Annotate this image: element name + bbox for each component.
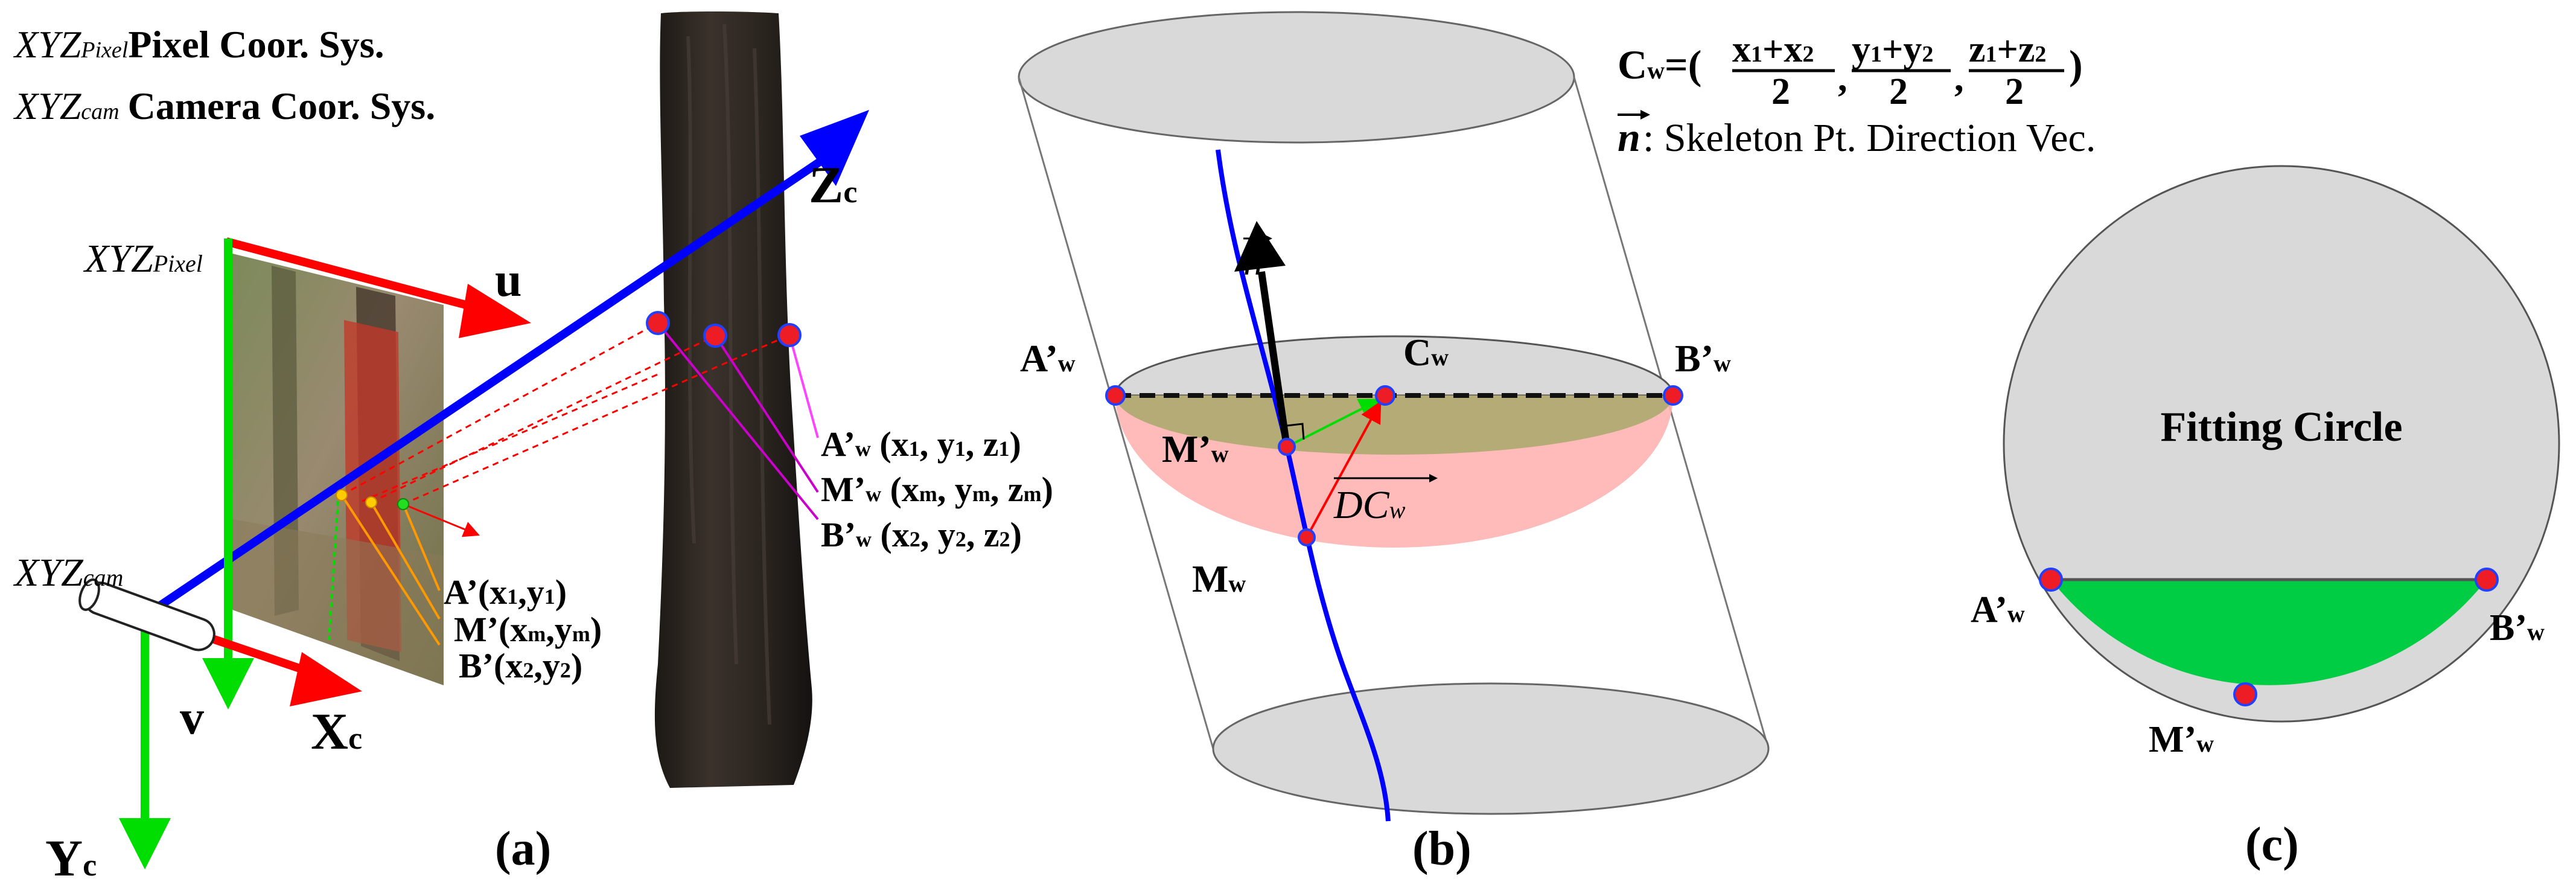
panel-a-caption: (a) (495, 822, 551, 875)
n-description-text: : Skeleton Pt. Direction Vec. (1643, 116, 2096, 160)
u-axis (225, 237, 490, 315)
image-point-m (365, 496, 377, 508)
world-point-a-label: A’w (x1, y1, z1) (821, 424, 1021, 464)
skeleton-curve (1216, 149, 1391, 822)
legend-pixel-subscript: Pixel (80, 37, 128, 63)
circle-point-b (2475, 568, 2499, 592)
circle-label-a: A’w (1971, 589, 2025, 630)
zc-axis (142, 153, 829, 619)
legend-cam-subscript: cam (81, 99, 119, 124)
panel-a: XYZPixel XYZcam u v Xc Yc Zc A’(x1,y1) M… (13, 11, 1053, 887)
image-point-a (336, 489, 348, 501)
v-axis-label: v (180, 691, 204, 744)
section-upper (1114, 335, 1674, 397)
xc-axis-arrowhead (290, 652, 362, 706)
section-label-m: M’w (1162, 427, 1229, 470)
panel-b: Cw=( x1+x2 2 , y1+y2 2 , z1+z2 2 ) n : S… (1018, 11, 2096, 875)
zc-axis-arrowhead (800, 110, 869, 186)
circle-label-m: M’w (2149, 719, 2214, 760)
section-label-c: Cw (1403, 331, 1449, 374)
cam-axis-label: XYZcam (13, 551, 123, 595)
world-point-m (703, 324, 727, 348)
cylinder-bottom (1212, 682, 1770, 815)
svg-text:n: n (1243, 240, 1263, 284)
world-point-a (646, 311, 670, 335)
u-axis-label: u (495, 254, 522, 307)
frac2-numerator: y1+y2 (1852, 29, 1933, 70)
legend-cam-description: Camera Coor. Sys. (128, 85, 436, 127)
legend-cam-symbol: XYZ (13, 85, 82, 127)
legend-cam-row: XYZcam Camera Coor. Sys. (13, 85, 435, 127)
formula-comma-2: , (1954, 58, 1964, 99)
panel-b-caption: (b) (1412, 822, 1471, 875)
n-label: n (1243, 234, 1272, 284)
legend-pixel-row: XYZPixelPixel Coor. Sys. (13, 23, 384, 66)
dc-vector (1306, 400, 1382, 538)
frac3-denominator: 2 (2005, 71, 2024, 112)
n-vector-arrowhead (1234, 221, 1286, 272)
world-point-b (777, 323, 802, 347)
trunk-bark-texture (686, 24, 771, 725)
image-points (328, 489, 480, 646)
image-point-m-label: M’(xm,ym) (454, 610, 602, 649)
world-point-m-label: M’w (xm, ym, zm) (821, 470, 1053, 509)
dc-label: DCw (1333, 474, 1438, 527)
section-point-a (1105, 385, 1126, 406)
formula-lhs: Cw=( (1618, 42, 1701, 88)
camera-icon (78, 578, 215, 651)
tree-trunk (654, 11, 812, 788)
image-point-a-label: A’(x1,y1) (444, 572, 567, 612)
right-angle-mark (1286, 423, 1305, 440)
frac2-denominator: 2 (1889, 71, 1908, 112)
n-description: n : Skeleton Pt. Direction Vec. (1618, 110, 2096, 160)
panel-c: Fitting Circle A’w B’w M’w (c) (1971, 165, 2560, 871)
image-point-b (397, 498, 409, 510)
world-point-b-label: B’w (x2, y2, z2) (821, 515, 1022, 554)
formula-close: ) (2069, 42, 2083, 88)
svg-text:DCw: DCw (1333, 483, 1406, 527)
frac1-denominator: 2 (1771, 71, 1790, 112)
cylinder-top (1018, 11, 1575, 144)
fitting-circle-segment (2051, 580, 2487, 685)
yc-axis-arrowhead (119, 818, 171, 869)
section-point-b (1663, 385, 1683, 406)
cylinder-left-edge (1018, 77, 1214, 749)
panel-c-caption: (c) (2245, 818, 2299, 871)
zc-axis-label: Zc (809, 156, 857, 214)
n-description-symbol: n (1618, 114, 1640, 160)
section-point-c (1375, 385, 1395, 406)
frac3-numerator: z1+z2 (1969, 29, 2046, 70)
n-vector (1258, 271, 1290, 447)
yc-axis-label: Yc (45, 829, 97, 887)
frac1-numerator: x1+x2 (1732, 29, 1814, 70)
world-points (646, 311, 819, 520)
fitting-circle-title: Fitting Circle (2160, 404, 2402, 450)
legend-pixel-description: Pixel Coor. Sys. (128, 23, 384, 66)
skeleton-label-mw: Mw (1192, 557, 1246, 600)
section-point-m (1278, 438, 1296, 456)
circle-point-m (2233, 682, 2257, 706)
cylinder-right-edge (1573, 77, 1770, 749)
section-label-b: B’w (1675, 337, 1731, 380)
pixel-axis-label: XYZPixel (83, 237, 203, 281)
section-olive (1115, 395, 1673, 455)
skeleton-point-d (1298, 528, 1316, 546)
formula-comma-1: , (1838, 58, 1848, 99)
projection-lines (341, 322, 790, 505)
u-axis-arrowhead (459, 284, 531, 338)
xc-axis-label: Xc (311, 702, 362, 760)
image-plane (232, 254, 444, 685)
legend-pixel-symbol: XYZ (13, 23, 82, 66)
centroid-formula: Cw=( x1+x2 2 , y1+y2 2 , z1+z2 2 ) (1618, 29, 2083, 112)
v-axis-arrowhead (202, 658, 254, 709)
circle-point-a (2039, 568, 2063, 592)
image-point-b-label: B’(x2,y2) (459, 646, 582, 685)
circle-label-b: B’w (2490, 607, 2545, 648)
section-label-a: A’w (1020, 337, 1076, 380)
